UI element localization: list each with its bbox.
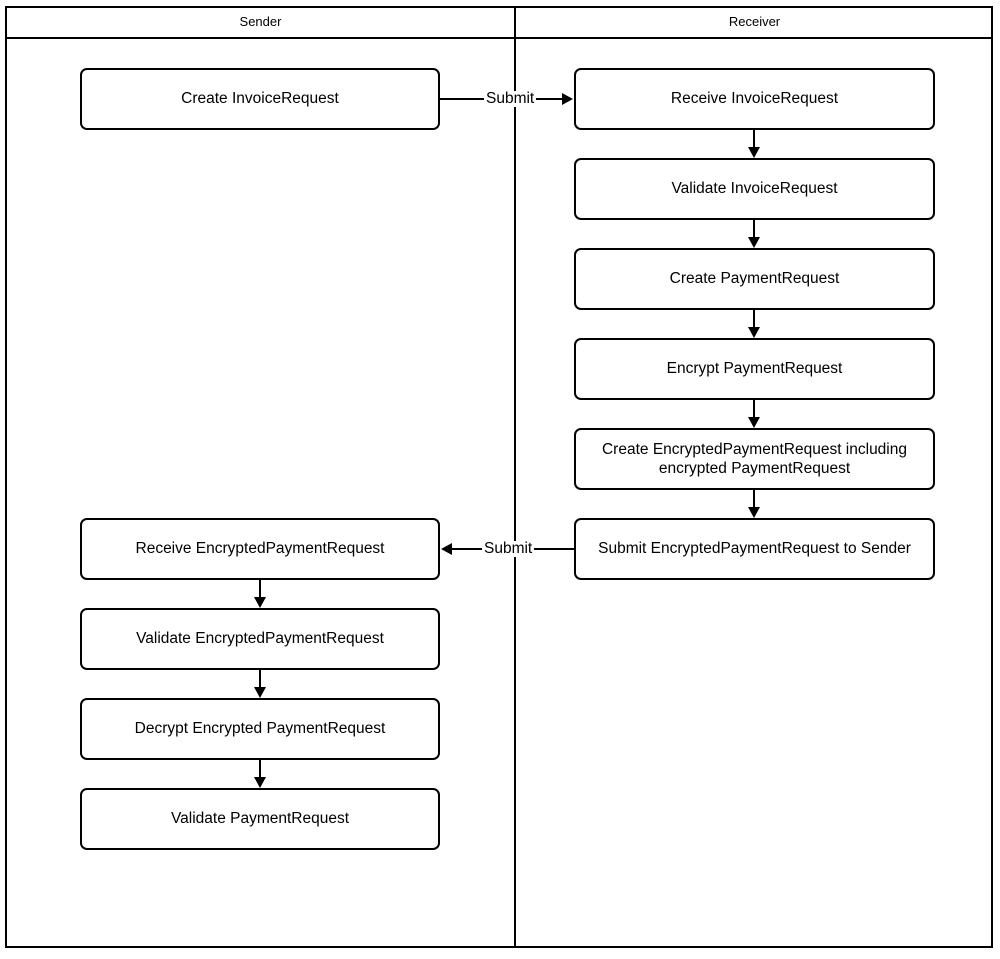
node-validate-invoicerequest[interactable]: Validate InvoiceRequest: [574, 158, 935, 220]
edge-label-submit-to-receiver: Submit: [484, 90, 537, 107]
connector-r3-r4-line: [753, 310, 755, 327]
edge-label-submit-to-sender: Submit: [482, 540, 535, 557]
connector-r2-r3-line: [753, 220, 755, 237]
lane-title-receiver: Receiver: [728, 14, 781, 29]
connector-r2-r3-arrowhead: [748, 237, 760, 248]
connector-r4-r5-line: [753, 400, 755, 417]
node-create-encryptedpaymentrequest[interactable]: Create EncryptedPaymentRequest including…: [574, 428, 935, 490]
connector-s2-s3-line: [259, 580, 261, 597]
connector-s4-s5-line: [259, 760, 261, 777]
node-receive-encryptedpaymentrequest[interactable]: Receive EncryptedPaymentRequest: [80, 518, 440, 580]
connector-r5-r6-arrowhead: [748, 507, 760, 518]
connector-r5-r6-line: [753, 490, 755, 507]
node-encrypt-paymentrequest[interactable]: Encrypt PaymentRequest: [574, 338, 935, 400]
node-validate-paymentrequest[interactable]: Validate PaymentRequest: [80, 788, 440, 850]
connector-r1-r2-arrowhead: [748, 147, 760, 158]
connector-s3-s4-arrowhead: [254, 687, 266, 698]
lane-header-divider: [5, 37, 993, 39]
connector-s3-s4-line: [259, 670, 261, 687]
node-validate-encryptedpaymentrequest[interactable]: Validate EncryptedPaymentRequest: [80, 608, 440, 670]
connector-submit-to-receiver-arrowhead: [562, 93, 573, 105]
node-create-invoicerequest[interactable]: Create InvoiceRequest: [80, 68, 440, 130]
connector-submit-to-sender-arrowhead: [441, 543, 452, 555]
node-line-1: Create EncryptedPaymentRequest including: [601, 440, 907, 458]
node-create-paymentrequest[interactable]: Create PaymentRequest: [574, 248, 935, 310]
lane-vertical-divider: [514, 6, 516, 948]
connector-r1-r2-line: [753, 130, 755, 147]
node-receive-invoicerequest[interactable]: Receive InvoiceRequest: [574, 68, 935, 130]
connector-r3-r4-arrowhead: [748, 327, 760, 338]
node-submit-encryptedpaymentrequest-to-sender[interactable]: Submit EncryptedPaymentRequest to Sender: [574, 518, 935, 580]
node-line-2: encrypted PaymentRequest: [658, 460, 851, 477]
connector-s2-s3-arrowhead: [254, 597, 266, 608]
lane-title-sender: Sender: [239, 14, 282, 29]
connector-s4-s5-arrowhead: [254, 777, 266, 788]
node-decrypt-encrypted-paymentrequest[interactable]: Decrypt Encrypted PaymentRequest: [80, 698, 440, 760]
connector-r4-r5-arrowhead: [748, 417, 760, 428]
